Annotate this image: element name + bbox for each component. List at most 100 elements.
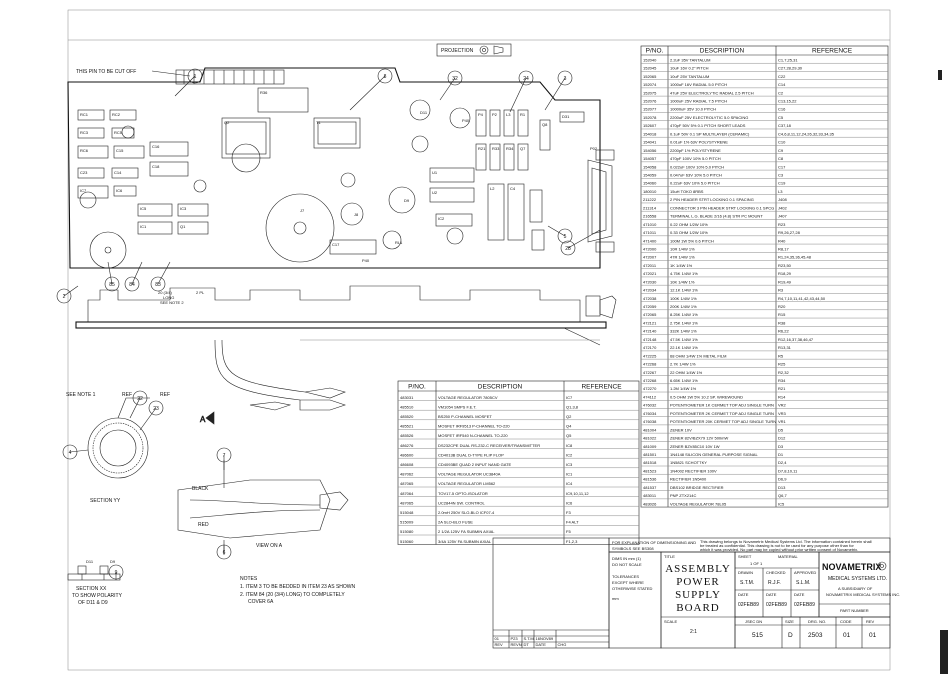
- reference-cell: R6,22: [778, 329, 789, 334]
- reference-cell: C5: [778, 115, 784, 120]
- part-number-cell: 154056: [643, 148, 657, 153]
- description-cell: 1N4148 SILICON GENERAL PURPOSE SIGNAL: [670, 452, 758, 457]
- checked-by: R.J.F.: [768, 580, 781, 586]
- component-designator: L2: [490, 186, 495, 191]
- item-balloon-number: 1: [194, 74, 197, 80]
- sheet-border: [67, 9, 891, 671]
- explanation-text: FOR EXPLANATION OF DIMENSIONING AND: [612, 540, 696, 545]
- company-logo-text: NOVAMETRIX: [822, 562, 881, 572]
- part-number-cell: 515009: [400, 520, 414, 525]
- description-cell: 1N4002 RECTIFIER 100V: [670, 468, 717, 473]
- view-a-label: VIEW ON A: [256, 543, 283, 549]
- item-balloon-number: 22: [137, 396, 143, 402]
- approved-label: APPROVED: [794, 570, 816, 575]
- projection-symbol: PROJECTION: [436, 43, 512, 57]
- reference-cell: C9: [778, 148, 784, 153]
- description-cell: 6.65K 1/4W 1%: [670, 378, 698, 383]
- board-label: P40: [362, 258, 370, 263]
- part-number-cell: 472034: [643, 288, 657, 293]
- sheet-label: SHEET: [738, 554, 752, 559]
- description-cell: VM1054 SMPS F.E.T.: [438, 404, 476, 409]
- part-number-cell: 472170: [643, 345, 657, 350]
- description-cell: UC2844N SW. CONTROL: [438, 500, 485, 505]
- rev-header-cell: DT: [524, 642, 530, 647]
- part-number-cell: 472011: [643, 263, 657, 268]
- reference-cell: C17: [778, 164, 786, 169]
- item-balloon-number: 32: [452, 76, 458, 82]
- reference-cell: R9,26,27,28: [778, 230, 801, 235]
- part-number-cell: 486600: [400, 452, 414, 457]
- description-cell: 0.33 OHM 1/2W 10%: [670, 230, 708, 235]
- component-designator: J7: [300, 208, 305, 213]
- reference-cell: C3: [778, 173, 784, 178]
- sleeve-long: LONG: [163, 295, 174, 300]
- component-designator: C4: [510, 186, 516, 191]
- reference-cell: C13,15,22: [778, 99, 797, 104]
- component-designator: RL1: [395, 240, 403, 245]
- reference-cell: C37,18: [778, 123, 792, 128]
- reference-cell: R23: [778, 222, 786, 227]
- part-number-cell: 152045: [643, 66, 657, 71]
- item-balloon-number: 85: [109, 282, 115, 288]
- part-number-cell: 472270: [643, 386, 657, 391]
- reference-cell: R2,32: [778, 370, 789, 375]
- part-number-cell: 154060: [643, 181, 657, 186]
- description-cell: 200K 1/4W 1%: [670, 304, 697, 309]
- part-number-cell: 472000: [643, 246, 657, 251]
- reference-cell: J402: [778, 205, 787, 210]
- part-number-cell: 472268: [643, 378, 657, 383]
- reference-cell: Q1,3,8: [566, 404, 579, 409]
- component-designator: C18: [152, 164, 160, 169]
- reference-cell: D2,4: [778, 460, 787, 465]
- component-designator: D9: [404, 198, 410, 203]
- reference-cell: F3: [566, 510, 571, 515]
- board-edge-view: [75, 285, 617, 346]
- reference-cell: IC9,10,11,12: [566, 491, 589, 496]
- part-number-cell: 154058: [643, 164, 657, 169]
- part-number-cell: 152074: [643, 82, 657, 87]
- sheet-value: 1 OF 1: [750, 561, 763, 566]
- title-line-3: SUPPLY: [675, 589, 721, 601]
- drawn-label: DRAWN: [738, 570, 753, 575]
- description-cell: 15uH TOKO 8RBS: [670, 189, 704, 194]
- reference-cell: IC6: [566, 500, 573, 505]
- reference-cell: C10: [778, 140, 786, 145]
- part-number-cell: 152607: [643, 123, 657, 128]
- description-cell: 1.2M 1/4W 1%: [670, 386, 697, 391]
- section-xx-diodes: OF D11 & D9: [78, 600, 108, 606]
- reference-cell: D6,9: [778, 477, 787, 482]
- part-number-cell: 152075: [643, 90, 657, 95]
- rev-header-cell: REV: [495, 642, 504, 647]
- component-designator: P2: [492, 112, 498, 117]
- item-balloon-number: 24: [523, 76, 529, 82]
- description-cell: ZENER BZV85C10 10V 1W: [670, 444, 720, 449]
- checked-date: 02FEB89: [766, 602, 787, 608]
- part-number-cell: 472121: [643, 320, 657, 325]
- table-header-1: DESCRIPTION: [478, 384, 523, 391]
- reference-cell: J407: [778, 214, 787, 219]
- description-cell: POTENTIOMETER 2K CERMET TOP ADJ SINGLE T…: [670, 411, 774, 416]
- component-designator: RC6: [80, 148, 89, 153]
- cut-off-note: THIS PIN TO BE CUT OFF: [76, 69, 136, 75]
- part-number-cell: 481501: [643, 452, 657, 457]
- component-designator: L3: [506, 112, 511, 117]
- dsub-label: P02: [590, 146, 598, 151]
- part-number-cell: 472007: [643, 255, 657, 260]
- table-header-2: REFERENCE: [812, 48, 853, 55]
- reference-cell: Q2: [566, 414, 572, 419]
- part-number-cell: 471400: [643, 238, 657, 243]
- reference-cell: C2: [778, 90, 784, 95]
- reference-cell: D3: [778, 444, 784, 449]
- description-cell: 2.0mH 250V SLO-BLO ICF07-4: [438, 510, 495, 515]
- part-number-cell: 152077: [643, 107, 657, 112]
- reference-cell: C27,28,29,30: [778, 66, 803, 71]
- part-number-cell: 481004: [643, 427, 657, 432]
- reference-cell: Q4: [566, 424, 572, 429]
- description-cell: 68 OHM 1/4W 1% METAL FILM: [670, 353, 726, 358]
- item-balloon-number: 28: [565, 246, 571, 252]
- part-number-cell: 474112: [643, 394, 657, 399]
- reference-cell: R19,49: [778, 279, 792, 284]
- item-balloon-number: 9: [115, 570, 118, 576]
